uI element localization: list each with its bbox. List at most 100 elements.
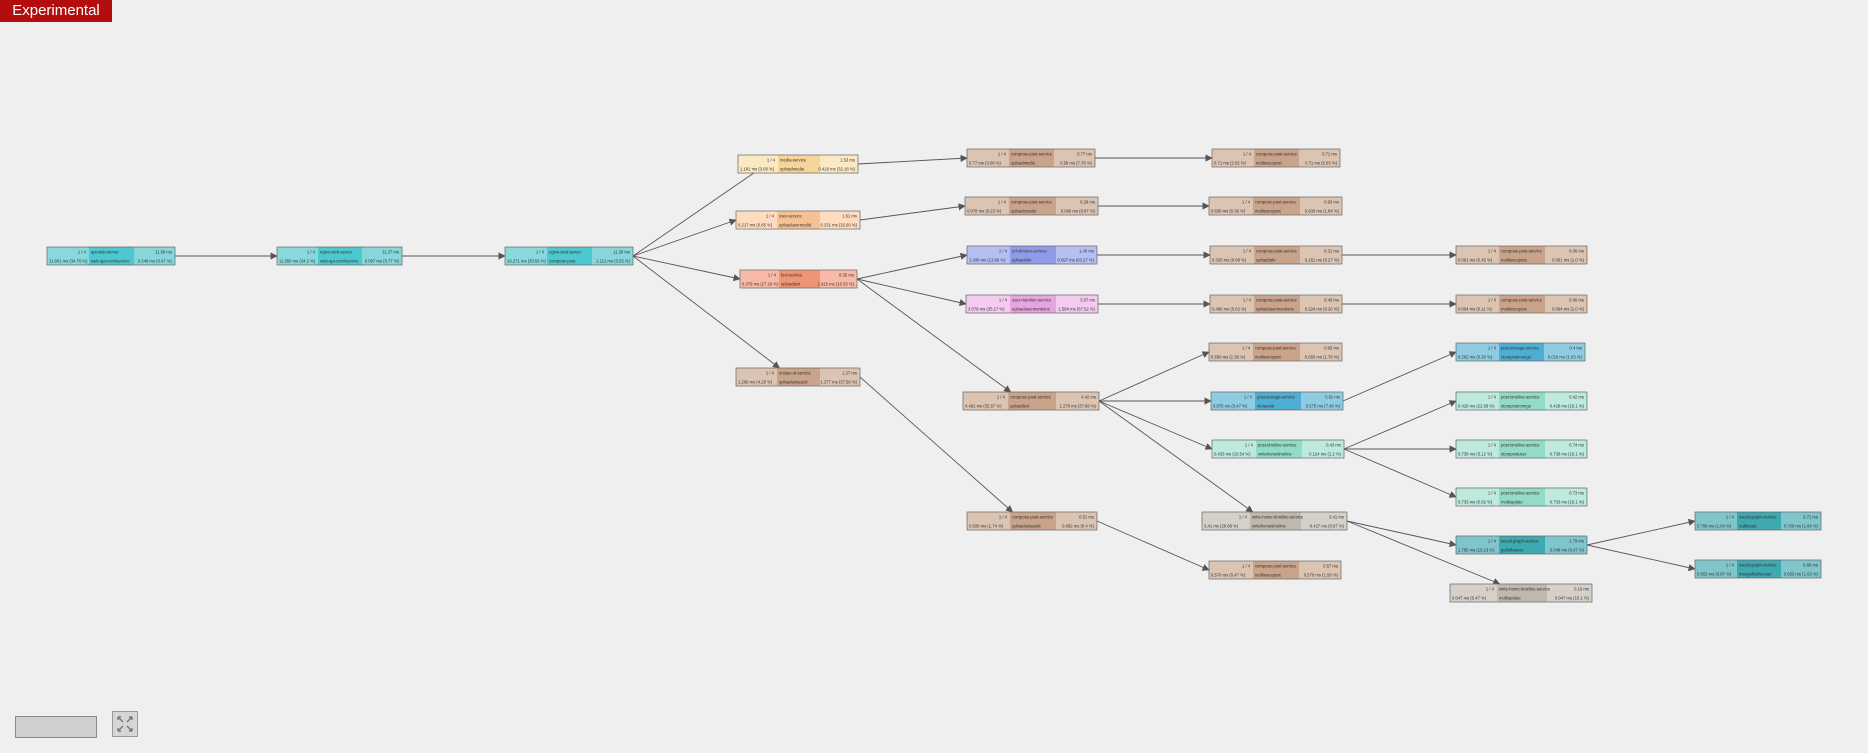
node-count: 1 / 4: [78, 250, 87, 255]
node-right-cell: [1056, 197, 1098, 215]
node-time: 0.71 ms: [1322, 152, 1337, 157]
node-op: uploaduniqueid: [1012, 524, 1041, 529]
node-left-cell: [1212, 149, 1254, 167]
node-stat2: 0.630 ms (1.84 %): [1305, 209, 1340, 214]
node-stat2: 0.048 ms (6.47 %): [1550, 548, 1585, 553]
node-op: storepostmongo: [1501, 355, 1532, 360]
node-time: 0.77 ms: [1077, 152, 1092, 157]
node-stat2: 0.249 ms (0.47 %): [138, 259, 173, 264]
node-stat2: 0.064 ms (1.0 %): [1552, 307, 1584, 312]
node-stat1: 0.708 ms (1.64 %): [1697, 524, 1732, 529]
node-stat1: 0.650 ms (1.36 %): [1211, 355, 1246, 360]
node-time: 0.65 ms: [1324, 346, 1339, 351]
node-service: compose-post-service: [1256, 152, 1298, 157]
node-count: 1 / 4: [1242, 564, 1251, 569]
node-time: 8.35 ms: [839, 273, 854, 278]
edge-n6-n11: [856, 278, 967, 307]
node-mid-cell: [778, 155, 820, 173]
node-count: 1 / 4: [1486, 587, 1495, 592]
node-count: 1 / 4: [766, 214, 775, 219]
node-stat2: 0.224 ms (0.20 %): [1305, 307, 1340, 312]
node-right-cell: [1299, 149, 1340, 167]
node-stat1: 6.379 ms (27.19 %): [742, 282, 779, 287]
node-service: url-shorten-service: [1012, 249, 1047, 254]
node-right-cell: [1056, 392, 1099, 410]
node-stat1: 0.064 ms (0.11 %): [1458, 307, 1493, 312]
node-mid-cell: [1010, 246, 1056, 264]
node-stat2: 1.277 ms (37.56 %): [820, 380, 857, 385]
node-service: api-web-server: [91, 250, 119, 255]
node-right-cell: [820, 155, 858, 173]
node-op: multiexecpost: [1255, 355, 1281, 360]
node-time: 0.4 ms: [1569, 346, 1582, 351]
node-border: [46, 246, 176, 266]
node-time: 0.42 ms: [1569, 395, 1584, 400]
node-count: 1 / 4: [1242, 200, 1251, 205]
node-count: 1 / 4: [1488, 395, 1497, 400]
node-stat2: 0.124 ms (1.2 %): [1309, 452, 1341, 457]
node-op: uploadtext: [781, 282, 801, 287]
minimap[interactable]: [15, 716, 97, 738]
node-left-cell: [1202, 512, 1250, 530]
node-border: [1455, 391, 1588, 411]
node-count: 1 / 4: [307, 250, 316, 255]
edge-n7-n13: [859, 376, 1014, 513]
node-mid-cell: [1499, 295, 1545, 313]
node-count: 1 / 4: [1488, 491, 1497, 496]
node-count: 1 / 4: [997, 395, 1006, 400]
fit-view-button[interactable]: [112, 711, 138, 737]
node-right-cell: [1054, 149, 1095, 167]
edge-n21-n29: [1346, 520, 1457, 548]
node-left-cell: [967, 246, 1010, 264]
node-op: multiexecpost: [1501, 307, 1527, 312]
node-left-cell: [1456, 536, 1499, 554]
node-stat1: 0.653 ms (0.87 %): [1697, 572, 1732, 577]
node-border: [1455, 439, 1588, 459]
node-time: 1.61 ms: [842, 214, 857, 219]
node-op: uploadurls: [1256, 258, 1275, 263]
node-count: 1 / 4: [1726, 563, 1735, 568]
node-mid-cell: [1253, 343, 1300, 361]
node-mid-cell: [1499, 440, 1545, 458]
node-right-cell: [1545, 295, 1587, 313]
node-service: compose-post-service: [1255, 564, 1297, 569]
node-left-cell: [1456, 440, 1499, 458]
node-mid-cell: [1737, 560, 1781, 578]
node-time: 0.57 ms: [1323, 564, 1338, 569]
node-left-cell: [1212, 440, 1256, 458]
node-op: multiexecpost: [1501, 258, 1527, 263]
